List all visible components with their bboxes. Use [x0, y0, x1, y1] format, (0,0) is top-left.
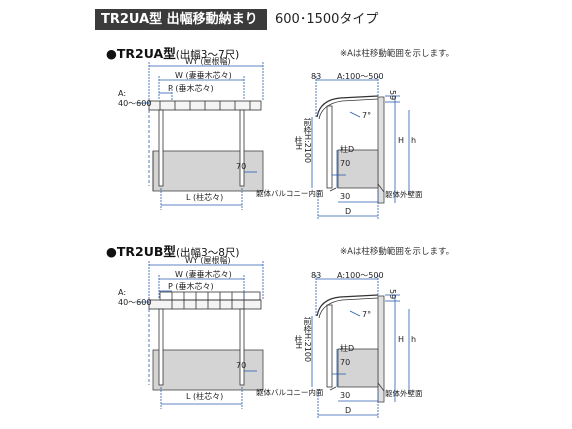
dim-30-label: 30	[340, 192, 351, 201]
wy-label: WY (屋根幅)	[185, 57, 231, 66]
dim-59-label: 59	[388, 289, 397, 300]
wall-label: 躯体外壁面	[385, 190, 423, 199]
d-label: D	[345, 406, 352, 415]
balcony-wall	[152, 349, 264, 391]
building-wall	[377, 96, 385, 204]
dim-70-label: 70	[236, 361, 247, 370]
section-title-ua-name: ●TR2UA型	[106, 46, 176, 61]
balcony-side	[337, 348, 379, 388]
d-label: D	[345, 207, 352, 216]
pillar-side	[326, 105, 333, 189]
section-note-ub: ※Aは柱移動範囲を示します。	[340, 247, 455, 257]
h-big-label: H	[398, 136, 405, 145]
section-title-ub: ●TR2UB型(出幅3～8尺)	[106, 241, 240, 260]
angle-label: 7°	[362, 111, 372, 120]
w-label: W (妻垂木芯々)	[175, 71, 232, 80]
pillar-right	[239, 109, 245, 187]
a-label: A:	[118, 288, 127, 297]
a-range-label: 40～600	[118, 298, 152, 307]
l-label: L (柱芯々)	[186, 193, 224, 202]
h-big-label: H	[398, 335, 405, 344]
balcony-label: 躯体バルコニー内面	[256, 388, 324, 397]
pillar-h-label: 柱H	[294, 136, 303, 151]
front-h-label: 前枠H:2100	[303, 317, 312, 363]
w-label: W (妻垂木芯々)	[175, 270, 232, 279]
a-range-label: 40～600	[118, 99, 152, 108]
dim-83-label: 83	[311, 72, 322, 81]
front-h-label: 前枠H:2100	[303, 118, 312, 164]
angle-label: 7°	[362, 310, 372, 319]
balcony-side	[337, 149, 379, 189]
p-label: P (垂木芯々)	[168, 84, 214, 93]
section-title-ua-range: (出幅3～7尺)	[175, 49, 240, 61]
section-title-ub-range: (出幅3～8尺)	[175, 247, 240, 259]
pillar-side	[326, 304, 333, 388]
pillar-h-label: 柱H	[294, 335, 303, 350]
dim-70-side-label: 70	[340, 358, 351, 367]
dim-59-label: 59	[388, 90, 397, 101]
dim-70-side-label: 70	[340, 159, 351, 168]
balcony-label: 躯体バルコニー内面	[256, 189, 324, 198]
wy-label: WY (屋根幅)	[185, 256, 231, 265]
pillar-right	[239, 308, 245, 386]
building-wall	[377, 295, 385, 403]
balcony-wall	[152, 150, 264, 192]
front-view-ub	[138, 261, 264, 409]
a-side-label: A:100～500	[337, 271, 384, 280]
h-small-label: h	[411, 335, 417, 344]
section-note-ua: ※Aは柱移動範囲を示します。	[340, 49, 455, 59]
p-label: P (垂木芯々)	[168, 282, 214, 291]
dim-83-label: 83	[311, 271, 322, 280]
wall-label: 躯体外壁面	[385, 389, 423, 398]
front-view-ua	[138, 62, 264, 210]
pillar-left	[158, 308, 164, 386]
a-label: A:	[118, 89, 127, 98]
page-subtitle: 600･1500タイプ	[275, 12, 379, 27]
pillar-left	[158, 109, 164, 187]
dim-30-label: 30	[340, 391, 351, 400]
pillar-d-label: 柱D	[340, 344, 355, 353]
page-title: TR2UA型 出幅移動納まり	[95, 9, 267, 30]
l-label: L (柱芯々)	[186, 392, 224, 401]
side-view-ua	[311, 76, 410, 220]
h-small-label: h	[411, 136, 417, 145]
a-side-label: A:100～500	[337, 72, 384, 81]
side-view-ub	[311, 275, 410, 419]
pillar-d-label: 柱D	[340, 145, 355, 154]
section-title-ua: ●TR2UA型(出幅3～7尺)	[106, 43, 239, 62]
section-title-ub-name: ●TR2UB型	[106, 244, 176, 259]
dim-70-label: 70	[236, 162, 247, 171]
